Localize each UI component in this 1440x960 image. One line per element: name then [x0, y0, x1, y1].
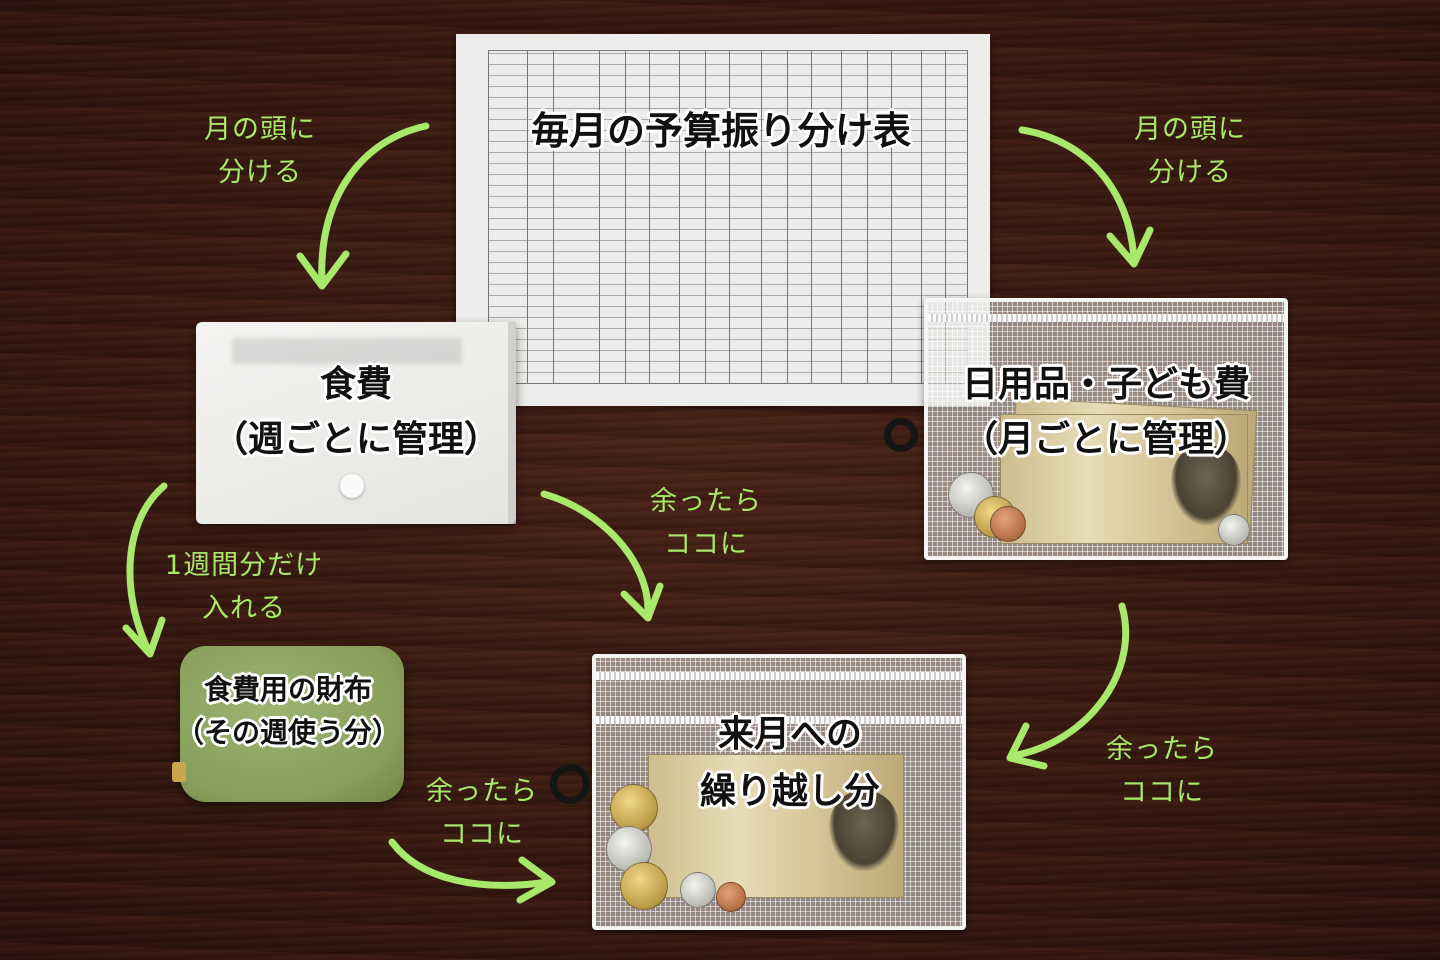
note-bottom-right-line2: ココに: [1120, 777, 1204, 809]
snap-button: [340, 474, 364, 498]
food-budget-case: [196, 322, 516, 524]
arrow-bottom-left: [388, 838, 552, 889]
note-bottom-right: 余ったら ココに: [1084, 728, 1240, 814]
budget-table-grid: [488, 50, 968, 384]
pouch-ring: [884, 418, 918, 452]
daily-kids-pouch: [924, 298, 1288, 560]
note-bottom-left-line2: ココに: [440, 819, 524, 851]
note-left-middle-line1: 1週間分だけ: [164, 550, 324, 581]
food-wallet-label: 食費用の財布 （その週使う分）: [160, 672, 416, 750]
food-wallet-line2: （その週使う分）: [175, 716, 400, 749]
page-title: 毎月の予算振り分け表: [530, 109, 911, 153]
arrow-top-left: [318, 122, 430, 286]
carryover-line1: 来月への: [717, 714, 862, 755]
food-case-line2: （週ごとに管理）: [211, 419, 500, 460]
carryover-pouch-label: 来月への 繰り越し分: [640, 712, 940, 814]
food-wallet: [172, 646, 404, 802]
daily-kids-line2: （月ごとに管理）: [961, 419, 1250, 460]
note-top-left-line2: 分ける: [218, 157, 302, 189]
note-bottom-right-line1: 余ったら: [1106, 734, 1218, 765]
daily-kids-pouch-label: 日用品・子ども費 （月ごとに管理）: [916, 362, 1296, 462]
food-case-line1: 食費: [319, 364, 392, 405]
note-center-line1: 余ったら: [650, 486, 762, 517]
arrow-center: [540, 490, 652, 618]
note-top-left: 月の頭に 分ける: [180, 108, 340, 194]
note-top-right: 月の頭に 分ける: [1110, 108, 1270, 194]
carryover-line2: 繰り越し分: [699, 771, 880, 812]
daily-kids-line1: 日用品・子ども費: [961, 364, 1250, 405]
note-left-middle: 1週間分だけ 入れる: [146, 544, 342, 630]
note-top-right-line1: 月の頭に: [1134, 114, 1246, 145]
note-top-right-line2: 分ける: [1148, 157, 1232, 189]
note-center: 余ったら ココに: [628, 480, 784, 566]
pouch-ring: [550, 764, 590, 804]
arrow-top-right: [1018, 126, 1138, 264]
carryover-pouch: [592, 654, 966, 930]
food-case-label: 食費 （週ごとに管理）: [196, 362, 516, 462]
food-wallet-line1: 食費用の財布: [203, 673, 372, 706]
note-top-left-line1: 月の頭に: [204, 114, 316, 145]
arrow-left-middle: [126, 482, 168, 654]
note-left-middle-line2: 入れる: [202, 593, 286, 625]
note-bottom-left-line1: 余ったら: [426, 776, 538, 807]
note-center-line2: ココに: [664, 529, 748, 561]
note-bottom-left: 余ったら ココに: [404, 770, 560, 856]
budget-sheet: [456, 34, 990, 406]
arrow-bottom-right: [1008, 602, 1130, 760]
